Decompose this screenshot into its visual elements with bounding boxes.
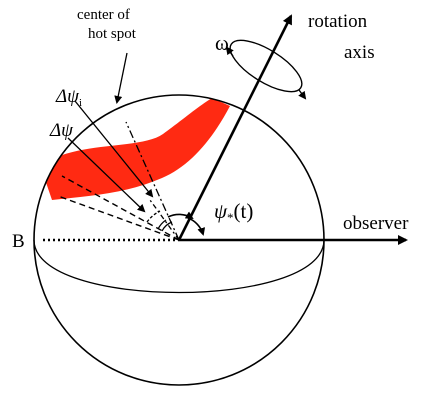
hot-spot-center-line-inner [149,199,180,241]
rotation-axis-arrow [177,14,293,241]
label-delta-psi: Δψ [49,120,74,141]
label-psi-star-base: ψ [214,199,228,223]
label-delta-psi-i: Δψi [55,86,82,109]
label-delta-psi-i-sub: i [79,97,82,109]
label-delta-psi-i-base: Δψ [55,86,80,107]
label-axis: axis [344,42,375,63]
hot-spot-center-line [125,121,180,241]
angle-arc-psi-star-lower [187,217,206,236]
label-point-b: B [12,231,25,252]
angle-arc-inner [161,221,173,232]
dashed-line-lower [57,195,180,241]
label-psi-star: ψ*(t) [214,199,253,225]
angle-arc-delta-psi-i [157,219,167,230]
rotation-arrow-right [298,89,307,100]
angle-arc-psi-star [167,211,194,220]
hot-spot-band [40,98,230,200]
label-hot-spot: hot spot [88,26,137,42]
equator-front [33,239,325,294]
pointer-center-of-hot-spot [114,52,128,104]
dashed-line-upper [61,175,180,241]
label-omega: ω [215,31,229,55]
rotation-arrow-left [225,46,234,57]
angle-arc-delta-psi [146,210,161,223]
rotation-ellipse [229,39,303,93]
label-psi-star-sub: * [227,210,234,225]
pointer-delta-psi-i [74,100,154,198]
label-rotation: rotation [308,11,368,32]
label-center-of: center of [77,7,130,23]
label-observer: observer [343,213,409,234]
label-psi-star-arg: (t) [234,199,254,223]
pointer-delta-psi [67,137,146,213]
